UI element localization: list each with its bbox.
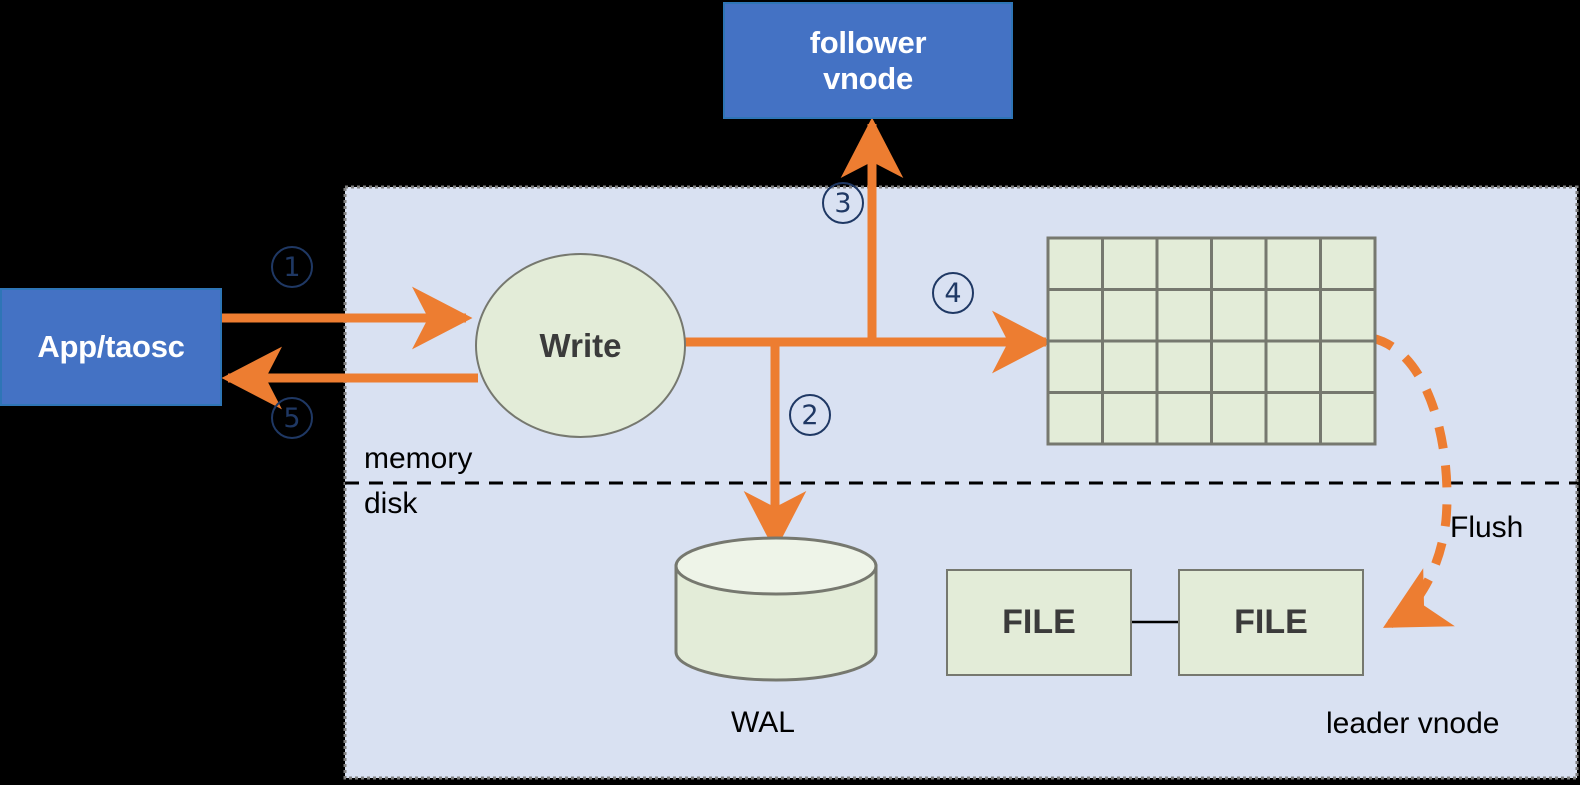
arrow-flush [1370,333,1455,628]
app-taosc-box[interactable]: App/taosc [0,288,222,406]
follower-vnode-label-line2: vnode [823,60,913,96]
step-marker-3-label: 3 [834,187,852,219]
step-marker-1: 1 [271,246,313,288]
leader-vnode-label: leader vnode [1326,707,1500,740]
file-box-right[interactable]: FILE [1178,569,1364,676]
step-marker-2: 2 [789,394,831,436]
file-box-right-label: FILE [1234,603,1308,641]
write-node-label: Write [539,326,622,364]
disk-label: disk [364,487,418,520]
step-marker-4: 4 [932,272,974,314]
app-taosc-label: App/taosc [37,329,185,364]
memtable-grid [1046,236,1377,446]
memory-label: memory [364,442,473,475]
file-box-left-label: FILE [1002,603,1076,641]
file-box-left[interactable]: FILE [946,569,1132,676]
step-marker-2-label: 2 [801,399,819,431]
step-marker-5: 5 [271,397,313,439]
step-marker-4-label: 4 [944,277,962,309]
step-marker-1-label: 1 [283,251,301,283]
flush-label: Flush [1450,511,1524,544]
wal-label: WAL [731,706,795,739]
follower-vnode-label-line1: follower [809,24,927,60]
follower-vnode-box[interactable]: follower vnode [723,2,1013,119]
step-marker-3: 3 [822,182,864,224]
write-node[interactable]: Write [475,253,686,438]
step-marker-5-label: 5 [283,402,301,434]
wal-cylinder [674,536,878,682]
